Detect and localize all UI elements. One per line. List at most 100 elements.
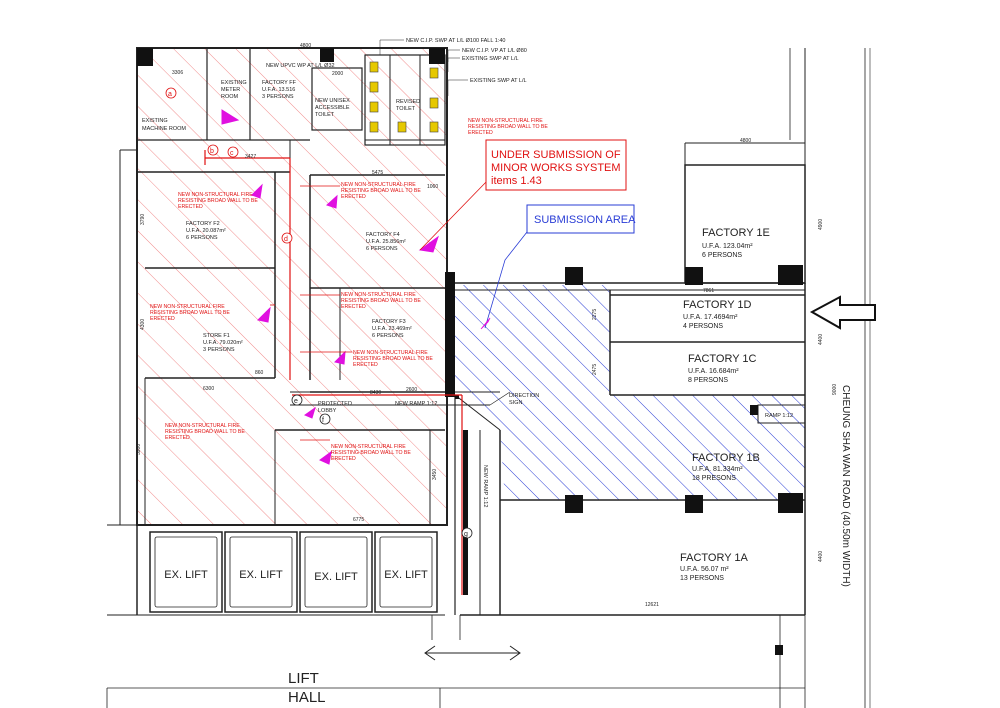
- magenta-arrows: [221, 109, 439, 465]
- svg-text:e: e: [294, 398, 298, 405]
- svg-text:a: a: [168, 91, 172, 98]
- room-factory-f3: FACTORY F3 U.F.A. 23.469m² 6 PERSONS: [372, 319, 412, 339]
- svg-text:860: 860: [255, 370, 264, 376]
- svg-text:U.F.A. 20.087m²: U.F.A. 20.087m²: [186, 228, 226, 234]
- svg-text:EXISTING: EXISTING: [142, 118, 168, 124]
- svg-text:FACTORY 1D: FACTORY 1D: [683, 299, 752, 311]
- lift-label: EX. LIFT: [164, 569, 208, 581]
- svg-text:NEW RAMP 1:12: NEW RAMP 1:12: [482, 465, 488, 507]
- grid-marker-labels: a b c d e f g: [168, 91, 468, 538]
- svg-text:FACTORY 1A: FACTORY 1A: [680, 552, 749, 564]
- leader-lines: [270, 179, 489, 441]
- svg-text:8430: 8430: [370, 390, 381, 396]
- svg-text:NEW NON-STRUCTURAL FIRE: NEW NON-STRUCTURAL FIRE: [331, 444, 406, 450]
- svg-text:ERECTED: ERECTED: [331, 456, 356, 462]
- svg-text:RESISTING BROAD WALL TO BE: RESISTING BROAD WALL TO BE: [150, 310, 230, 316]
- svg-text:6 PERSONS: 6 PERSONS: [186, 235, 218, 241]
- svg-text:LOBBY: LOBBY: [318, 408, 337, 414]
- svg-text:U.F.A. 81.334m²: U.F.A. 81.334m²: [692, 466, 743, 473]
- svg-text:6300: 6300: [203, 386, 214, 392]
- svg-text:EXISTING SWP AT L/L: EXISTING SWP AT L/L: [470, 78, 527, 84]
- svg-text:FACTORY 1E: FACTORY 1E: [702, 227, 770, 239]
- svg-text:FACTORY FF: FACTORY FF: [262, 80, 297, 86]
- svg-text:g: g: [464, 531, 468, 538]
- svg-text:4400: 4400: [818, 551, 824, 562]
- room-factory-1a: FACTORY 1A U.F.A. 56.07 m² 13 PERSONS: [680, 552, 749, 582]
- svg-text:f: f: [322, 417, 324, 424]
- entrance-arrow: [809, 295, 876, 330]
- svg-text:RAMP 1:12: RAMP 1:12: [765, 413, 793, 419]
- grid-markers: [165, 87, 473, 539]
- svg-text:CHEUNG SHA WAN ROAD (40.50m WI: CHEUNG SHA WAN ROAD (40.50m WIDTH): [840, 385, 851, 587]
- svg-text:d: d: [284, 236, 288, 243]
- svg-text:2275: 2275: [592, 309, 598, 320]
- thick-walls: [445, 272, 468, 595]
- svg-text:b: b: [210, 148, 214, 155]
- svg-text:5475: 5475: [372, 170, 383, 176]
- svg-text:ERECTED: ERECTED: [178, 204, 203, 210]
- svg-text:HALL: HALL: [288, 689, 326, 706]
- fire-wall-notes: NEW NON-STRUCTURAL FIRE RESISTING BROAD …: [150, 118, 548, 462]
- svg-text:3427: 3427: [245, 154, 256, 160]
- svg-text:PROTECTED: PROTECTED: [318, 401, 352, 407]
- svg-text:RESISTING BROAD WALL TO BE: RESISTING BROAD WALL TO BE: [178, 198, 258, 204]
- svg-text:REVISED: REVISED: [396, 99, 420, 105]
- svg-text:ERECTED: ERECTED: [341, 304, 366, 310]
- svg-text:NEW NON-STRUCTURAL FIRE: NEW NON-STRUCTURAL FIRE: [178, 192, 253, 198]
- svg-text:U.F.A. 25.856m²: U.F.A. 25.856m²: [366, 239, 406, 245]
- svg-text:3 PERSONS: 3 PERSONS: [262, 94, 294, 100]
- svg-text:FACTORY F2: FACTORY F2: [186, 221, 220, 227]
- svg-text:4300: 4300: [140, 319, 146, 330]
- lift-label: EX. LIFT: [384, 569, 428, 581]
- svg-text:NEW NON-STRUCTURAL FIRE: NEW NON-STRUCTURAL FIRE: [341, 292, 416, 298]
- red-hatch-area: [137, 48, 447, 525]
- svg-text:U.F.A. 123.04m²: U.F.A. 123.04m²: [702, 243, 753, 250]
- room-factory-1d: FACTORY 1D U.F.A. 17.4694m² 4 PERSONS: [683, 299, 752, 330]
- svg-text:3306: 3306: [172, 70, 183, 76]
- svg-text:U.F.A. 79.020m²: U.F.A. 79.020m²: [203, 340, 243, 346]
- svg-text:U.F.A. 13.516: U.F.A. 13.516: [262, 87, 295, 93]
- fire-wall-lines: [204, 150, 463, 595]
- minor-works-callout: UNDER SUBMISSION OF MINOR WORKS SYSTEM i…: [485, 139, 627, 191]
- svg-text:TOILET: TOILET: [396, 106, 416, 112]
- lift-hall-label: LIFT HALL: [288, 670, 326, 706]
- dimensions: 4800 3306 2000 5475 1060 3427 4800 7861 …: [136, 43, 838, 608]
- svg-text:NEW UNISEX: NEW UNISEX: [315, 98, 350, 104]
- svg-text:DIRECTION: DIRECTION: [509, 393, 539, 399]
- svg-text:U.F.A. 16.684m²: U.F.A. 16.684m²: [688, 368, 739, 375]
- svg-text:18 PRESONS: 18 PRESONS: [692, 475, 736, 482]
- svg-text:4800: 4800: [300, 43, 311, 49]
- room-factory-f4: FACTORY F4 U.F.A. 25.856m² 6 PERSONS: [366, 232, 406, 252]
- road-label: CHEUNG SHA WAN ROAD (40.50m WIDTH): [840, 385, 851, 587]
- svg-text:NEW UPVC WP AT L/L Ø32: NEW UPVC WP AT L/L Ø32: [266, 63, 335, 69]
- svg-text:NEW RAMP 1:12: NEW RAMP 1:12: [395, 401, 437, 407]
- submission-area-callout: SUBMISSION AREA: [526, 204, 636, 234]
- svg-text:TOILET: TOILET: [315, 112, 335, 118]
- svg-text:13 PERSONS: 13 PERSONS: [680, 575, 724, 582]
- svg-text:FACTORY F4: FACTORY F4: [366, 232, 400, 238]
- svg-text:1060: 1060: [427, 184, 438, 190]
- double-arrow: [424, 645, 521, 661]
- svg-text:SUBMISSION AREA: SUBMISSION AREA: [534, 214, 636, 226]
- svg-text:NEW C.I.P. VP AT L/L Ø80: NEW C.I.P. VP AT L/L Ø80: [462, 48, 527, 54]
- svg-text:RESISTING BROAD WALL TO BE: RESISTING BROAD WALL TO BE: [331, 450, 411, 456]
- svg-text:RESISTING BROAD WALL TO BE: RESISTING BROAD WALL TO BE: [165, 429, 245, 435]
- lift-label: EX. LIFT: [314, 571, 358, 583]
- room-store-f1: STORE F1 U.F.A. 79.020m² 3 PERSONS: [203, 333, 243, 353]
- room-factory-ff: FACTORY FF U.F.A. 13.516 3 PERSONS: [262, 80, 297, 100]
- svg-text:6775: 6775: [353, 517, 364, 523]
- svg-text:ERECTED: ERECTED: [468, 130, 493, 136]
- svg-text:U.F.A. 23.469m²: U.F.A. 23.469m²: [372, 326, 412, 332]
- room-factory-f2: FACTORY F2 U.F.A. 20.087m² 6 PERSONS: [186, 221, 226, 241]
- svg-text:8 PERSONS: 8 PERSONS: [688, 377, 728, 384]
- lift-bank: EX. LIFT EX. LIFT EX. LIFT EX. LIFT: [149, 531, 438, 613]
- direction-leader: [489, 391, 511, 406]
- svg-text:ERECTED: ERECTED: [150, 316, 175, 322]
- svg-text:RESISTING BROAD WALL TO BE: RESISTING BROAD WALL TO BE: [353, 356, 433, 362]
- svg-text:2475: 2475: [592, 364, 598, 375]
- svg-text:NEW C.I.P. SWP AT L/L Ø100 FAL: NEW C.I.P. SWP AT L/L Ø100 FALL 1:40: [406, 38, 505, 44]
- svg-text:NEW NON-STRUCTURAL FIRE: NEW NON-STRUCTURAL FIRE: [353, 350, 428, 356]
- svg-text:ERECTED: ERECTED: [165, 435, 190, 441]
- columns: [137, 48, 803, 655]
- svg-text:RESISTING BROAD WALL TO BE: RESISTING BROAD WALL TO BE: [341, 188, 421, 194]
